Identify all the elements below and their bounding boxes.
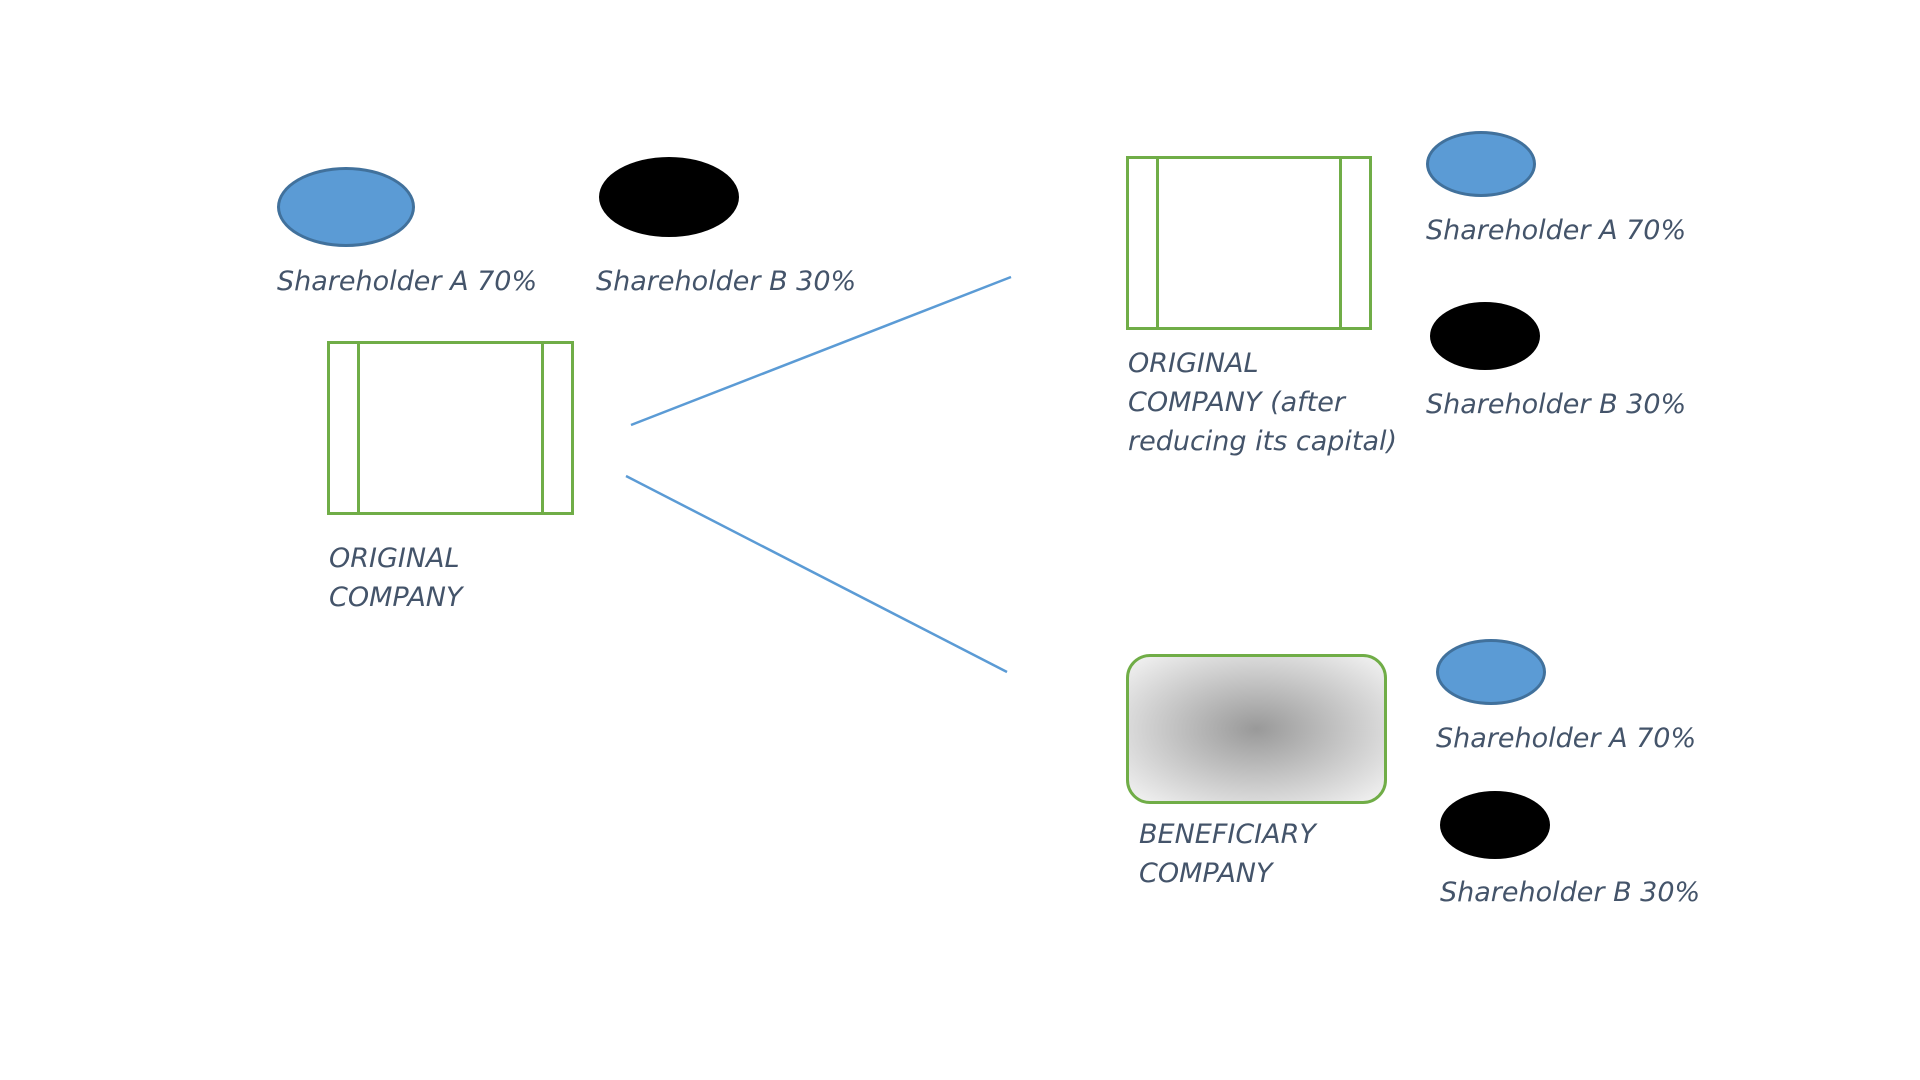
shareholder-a-oval [277,167,415,247]
shareholder-a-label: Shareholder A 70% [1426,215,1687,246]
beneficiary-company-box [1126,654,1387,804]
process-bar-right [1339,159,1342,327]
process-bar-left [357,344,360,512]
shareholder-a-label: Shareholder A 70% [277,266,538,297]
shareholder-a-oval [1426,131,1536,197]
process-bar-right [541,344,544,512]
shareholder-b-oval [1430,302,1540,370]
shareholder-b-label: Shareholder B 30% [596,266,857,297]
connector-line-to-beneficiary-company [625,474,1008,674]
original-company-after-box [1126,156,1372,330]
shareholder-b-oval [599,157,739,237]
shareholder-a-label: Shareholder A 70% [1436,723,1697,754]
shareholder-a-oval [1436,639,1546,705]
shareholder-b-label: Shareholder B 30% [1440,877,1701,908]
shareholder-b-label: Shareholder B 30% [1426,389,1687,420]
shareholder-b-oval [1440,791,1550,859]
beneficiary-company-label: BENEFICIARY COMPANY [1139,819,1316,889]
original-company-box [327,341,574,515]
original-company-label: ORIGINAL COMPANY [329,543,463,613]
process-bar-left [1156,159,1159,327]
original-company-after-label: ORIGINAL COMPANY (after reducing its cap… [1128,348,1398,457]
connector-line-to-original-company-after [630,275,1012,427]
